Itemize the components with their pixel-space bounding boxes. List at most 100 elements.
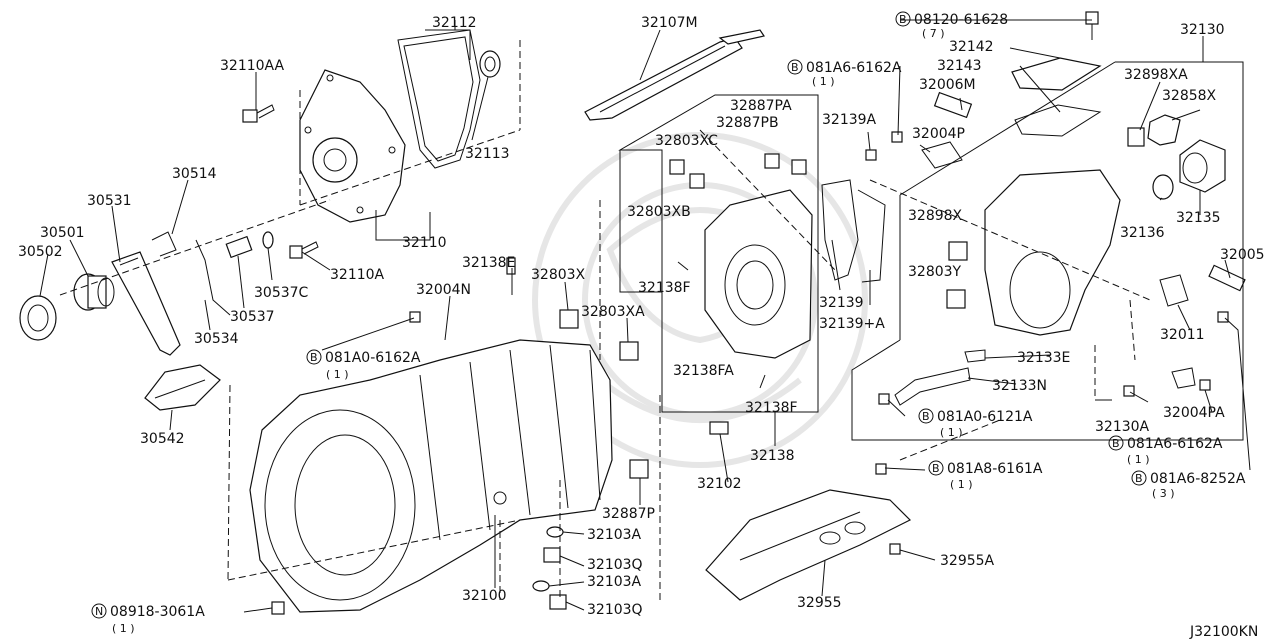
bolt-symbol: B bbox=[922, 410, 930, 423]
bolt-callouts: B 08120-61628 ( 7 ) B 081A6-6162A ( 1 ) … bbox=[91, 11, 1246, 635]
label-32107M: 32107M bbox=[641, 15, 698, 31]
label-32113: 32113 bbox=[465, 146, 510, 162]
bolt-code-08120-61628: 08120-61628 bbox=[914, 12, 1008, 28]
label-32139-A: 32139+A bbox=[819, 316, 885, 332]
plate-gasket-part bbox=[821, 179, 886, 283]
label-30537: 30537 bbox=[230, 309, 275, 325]
release-fork-part bbox=[111, 251, 181, 356]
label-30534: 30534 bbox=[194, 331, 239, 347]
drain-plug-parts bbox=[532, 526, 567, 610]
label-32139: 32139 bbox=[819, 295, 864, 311]
bolt-code-081A0-6162A: 081A0-6162A bbox=[325, 350, 421, 366]
label-32955: 32955 bbox=[797, 595, 842, 611]
label-32103A-lower: 32103A bbox=[587, 574, 642, 590]
gasket-part bbox=[397, 29, 481, 169]
bolt-symbol: B bbox=[1135, 472, 1143, 485]
bolt-code-081A6-6162A: 081A6-6162A bbox=[806, 60, 902, 76]
label-32004P: 32004P bbox=[912, 126, 965, 142]
label-32143: 32143 bbox=[937, 58, 982, 74]
switch-parts bbox=[933, 91, 1246, 292]
dust-boot-part bbox=[144, 364, 221, 411]
bolt-qty: ( 1 ) bbox=[812, 75, 835, 88]
bolt-qty: ( 3 ) bbox=[1152, 487, 1175, 500]
small-bolt-parts bbox=[271, 131, 1229, 615]
label-30502: 30502 bbox=[18, 244, 63, 260]
rail-part bbox=[584, 29, 765, 121]
front-cover-part bbox=[299, 69, 406, 223]
leader-lines bbox=[39, 19, 1251, 613]
label-32138E: 32138E bbox=[462, 255, 515, 271]
label-32112: 32112 bbox=[432, 15, 477, 31]
label-32898XA: 32898XA bbox=[1124, 67, 1188, 83]
label-32130A: 32130A bbox=[1095, 419, 1150, 435]
pivot-part bbox=[225, 231, 274, 259]
label-30501: 30501 bbox=[40, 225, 85, 241]
diagram-code: J32100KN bbox=[1189, 624, 1258, 639]
bolt-qty: ( 1 ) bbox=[940, 426, 963, 439]
label-32103A: 32103A bbox=[587, 527, 642, 543]
label-32138: 32138 bbox=[750, 448, 795, 464]
label-32133E: 32133E bbox=[1017, 350, 1070, 366]
nut-symbol: N bbox=[95, 605, 103, 618]
seal-part bbox=[479, 50, 501, 78]
label-32858X: 32858X bbox=[1162, 88, 1217, 104]
transmission-case-part bbox=[249, 339, 613, 613]
label-32110A: 32110A bbox=[330, 267, 385, 283]
label-32803X: 32803X bbox=[531, 267, 586, 283]
rear-seal-parts bbox=[1127, 114, 1226, 200]
adapter-plate-part bbox=[704, 189, 813, 359]
label-30537C: 30537C bbox=[254, 285, 309, 301]
label-32138F: 32138F bbox=[638, 280, 691, 296]
label-32139A: 32139A bbox=[822, 112, 877, 128]
label-32004PA: 32004PA bbox=[1163, 405, 1225, 421]
label-32133N: 32133N bbox=[992, 378, 1047, 394]
label-32803XA: 32803XA bbox=[581, 304, 645, 320]
label-32803XB: 32803XB bbox=[627, 204, 691, 220]
label-32110AA: 32110AA bbox=[220, 58, 285, 74]
label-32135: 32135 bbox=[1176, 210, 1221, 226]
part-labels: 32112 32107M 32130 32110AA 32113 32110 3… bbox=[18, 15, 1265, 639]
bolt-code-081A8-6161A: 081A8-6161A bbox=[947, 461, 1043, 477]
label-32130: 32130 bbox=[1180, 22, 1225, 38]
extension-housing-part bbox=[984, 169, 1121, 336]
bolt-32110A-part bbox=[289, 241, 319, 259]
bolt-symbol: B bbox=[791, 61, 799, 74]
skid-guard-part bbox=[705, 489, 912, 601]
label-30542: 30542 bbox=[140, 431, 185, 447]
bolt-qty: ( 1 ) bbox=[950, 478, 973, 491]
label-32136: 32136 bbox=[1120, 225, 1165, 241]
label-32011: 32011 bbox=[1160, 327, 1205, 343]
nut-qty: ( 1 ) bbox=[112, 622, 135, 635]
label-32110: 32110 bbox=[402, 235, 447, 251]
label-32103Q-lower: 32103Q bbox=[587, 602, 643, 618]
label-32887P: 32887P bbox=[602, 506, 655, 522]
bolt-code-081A6-8252A: 081A6-8252A bbox=[1150, 471, 1246, 487]
label-32138FA: 32138FA bbox=[673, 363, 734, 379]
label-32100: 32100 bbox=[462, 588, 507, 604]
bracket-parts bbox=[894, 141, 1196, 406]
bolt-32110AA-part bbox=[242, 104, 275, 123]
bolt-qty: ( 7 ) bbox=[922, 27, 945, 40]
label-32138F-lower: 32138F bbox=[745, 400, 798, 416]
nut-code-08918-3061A: 08918-3061A bbox=[110, 604, 205, 620]
clip-spring-parts bbox=[151, 231, 231, 316]
bolt-symbol: B bbox=[310, 351, 318, 364]
label-32103Q: 32103Q bbox=[587, 557, 643, 573]
bolt-qty: ( 1 ) bbox=[326, 368, 349, 381]
label-32955A: 32955A bbox=[940, 553, 995, 569]
label-32803Y: 32803Y bbox=[908, 264, 962, 280]
label-30531: 30531 bbox=[87, 193, 132, 209]
bolt-qty: ( 1 ) bbox=[1127, 453, 1150, 466]
bolt-symbol: B bbox=[1112, 437, 1120, 450]
label-32102: 32102 bbox=[697, 476, 742, 492]
label-32898X: 32898X bbox=[908, 208, 963, 224]
label-30514: 30514 bbox=[172, 166, 217, 182]
label-32006M: 32006M bbox=[919, 77, 976, 93]
label-32142: 32142 bbox=[949, 39, 994, 55]
bolt-code-081A0-6121A: 081A0-6121A bbox=[937, 409, 1033, 425]
label-32803XC: 32803XC bbox=[655, 133, 718, 149]
bolt-symbol: B bbox=[899, 13, 907, 26]
label-32887PA: 32887PA bbox=[730, 98, 792, 114]
label-32005: 32005 bbox=[1220, 247, 1265, 263]
